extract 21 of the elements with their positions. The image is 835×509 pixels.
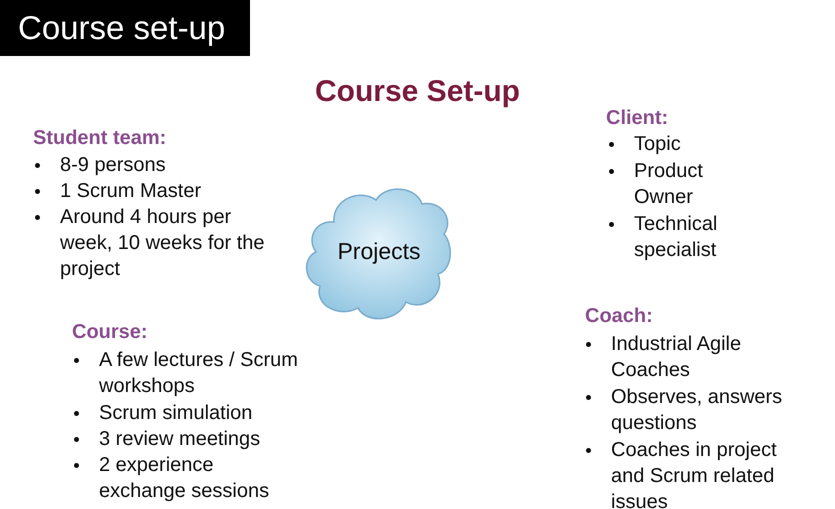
- bullet-item: Observes, answers questions: [611, 385, 784, 436]
- bullet-item: 8-9 persons: [60, 153, 167, 178]
- bullet-item: 1 Scrum Master: [60, 179, 202, 204]
- slide-title: Course Set-up: [314, 74, 522, 110]
- bullet-item: Coaches in project and Scrum related issues: [611, 438, 778, 509]
- bullet-item: Industrial Agile Coaches: [611, 332, 742, 383]
- bullet-item: A few lectures / Scrum workshops: [99, 348, 299, 399]
- bullet-item: Technical specialist: [634, 212, 718, 263]
- section-heading: Client:: [606, 106, 668, 130]
- bullet-item: Scrum simulation: [99, 401, 254, 426]
- section-heading: Student team:: [33, 126, 166, 150]
- header-banner: [0, 0, 250, 56]
- section-heading: Coach:: [585, 304, 653, 328]
- bullet-item: 2 experience exchange sessions: [99, 453, 270, 504]
- bullet-item: Topic: [634, 132, 682, 157]
- bullet-item: Product Owner: [634, 159, 704, 210]
- bullet-item: Around 4 hours per week, 10 weeks for the project: [60, 205, 266, 282]
- header-text: Course set-up: [18, 9, 226, 47]
- bullet-item: 3 review meetings: [99, 427, 262, 452]
- section-heading: Course:: [72, 320, 148, 344]
- cloud-label: Projects: [336, 238, 422, 265]
